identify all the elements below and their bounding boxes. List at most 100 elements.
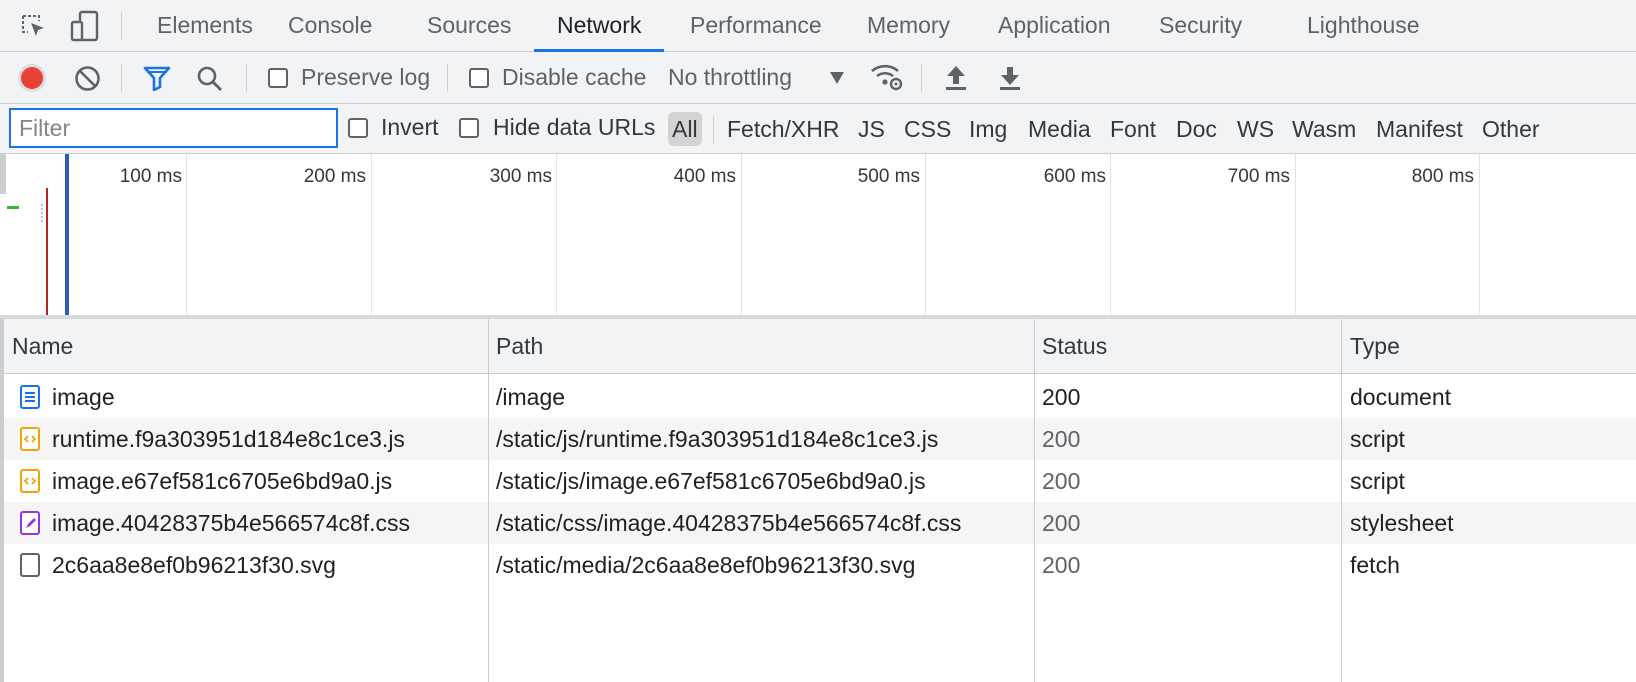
stylesheet-icon: [20, 511, 40, 540]
overview-tick-label: 200 ms: [303, 166, 366, 187]
script-icon: [20, 469, 40, 498]
overview-gridline: [741, 154, 742, 315]
request-type: stylesheet: [1350, 510, 1454, 536]
hide-data-urls-checkbox[interactable]: [459, 118, 479, 138]
request-type: document: [1350, 384, 1452, 410]
disable-cache-checkbox[interactable]: [469, 68, 489, 88]
request-type: script: [1350, 468, 1405, 494]
tab-application[interactable]: Application: [998, 12, 1111, 38]
tab-performance[interactable]: Performance: [690, 12, 822, 38]
table-row[interactable]: image.e67ef581c6705e6bd9a0.js /static/js…: [4, 460, 1636, 502]
clear-icon[interactable]: [74, 65, 101, 92]
filter-type-manifest[interactable]: Manifest: [1376, 116, 1463, 142]
toolbar-separator: [921, 64, 922, 92]
column-header-type[interactable]: Type: [1350, 333, 1400, 359]
filter-type-wasm[interactable]: Wasm: [1292, 116, 1357, 142]
disable-cache-label: Disable cache: [502, 64, 647, 90]
request-status: 200: [1042, 468, 1081, 494]
overview-tick-label: 100 ms: [119, 166, 182, 187]
preserve-log-label: Preserve log: [301, 64, 431, 90]
overview-tick-label: 800 ms: [1411, 166, 1474, 187]
column-header-name[interactable]: Name: [12, 333, 74, 359]
document-icon: [20, 385, 40, 414]
overview-gridline: [1479, 154, 1480, 315]
tab-lighthouse[interactable]: Lighthouse: [1307, 12, 1420, 38]
filter-type-other[interactable]: Other: [1482, 116, 1540, 142]
filter-icon[interactable]: [143, 65, 171, 91]
overview-tick-label: 500 ms: [857, 166, 920, 187]
export-har-icon[interactable]: [998, 64, 1022, 92]
filter-type-img[interactable]: Img: [969, 116, 1008, 142]
overview-gridline: [925, 154, 926, 315]
overview-gridline: [186, 154, 187, 315]
request-path: /static/js/runtime.f9a303951d184e8c1ce3.…: [496, 426, 939, 452]
load-event-marker: [46, 188, 48, 315]
dropdown-arrow-icon[interactable]: [829, 71, 845, 85]
filter-type-ws[interactable]: WS: [1237, 116, 1275, 142]
overview-left-handle[interactable]: [0, 154, 6, 194]
request-type: script: [1350, 426, 1405, 452]
overview-gridline: [556, 154, 557, 315]
search-icon[interactable]: [196, 65, 224, 93]
tab-sources[interactable]: Sources: [427, 12, 512, 38]
tab-elements[interactable]: Elements: [157, 12, 253, 38]
request-path: /static/media/2c6aa8e8ef0b96213f30.svg: [496, 552, 916, 578]
record-icon[interactable]: [17, 63, 47, 93]
filter-type-font[interactable]: Font: [1110, 116, 1157, 142]
request-name: 2c6aa8e8ef0b96213f30.svg: [52, 552, 336, 578]
overview-gridline: [1110, 154, 1111, 315]
column-divider[interactable]: [1341, 319, 1342, 682]
script-icon: [20, 427, 40, 456]
device-toolbar-icon[interactable]: [70, 10, 100, 42]
overview-tick-label: 700 ms: [1227, 166, 1290, 187]
overview-tick-label: 300 ms: [489, 166, 552, 187]
tab-console[interactable]: Console: [288, 12, 373, 38]
toolbar-separator: [246, 64, 247, 92]
filter-type-media[interactable]: Media: [1028, 116, 1091, 142]
request-path: /image: [496, 384, 566, 410]
invert-label: Invert: [381, 114, 439, 140]
invert-checkbox[interactable]: [348, 118, 368, 138]
table-header: Name Path Status Type: [4, 319, 1636, 374]
table-row[interactable]: 2c6aa8e8ef0b96213f30.svg /static/media/2…: [4, 544, 1636, 586]
network-toolbar: Preserve log Disable cache No throttling: [0, 52, 1636, 104]
preserve-log-checkbox[interactable]: [268, 68, 288, 88]
tab-security[interactable]: Security: [1159, 12, 1243, 38]
filter-type-fetch-xhr[interactable]: Fetch/XHR: [727, 116, 840, 142]
request-bar-dashed: [41, 204, 43, 222]
column-header-status[interactable]: Status: [1042, 333, 1108, 359]
table-row[interactable]: image /image 200 document: [4, 376, 1636, 418]
network-conditions-icon[interactable]: [870, 62, 904, 92]
request-type: fetch: [1350, 552, 1400, 578]
import-har-icon[interactable]: [944, 64, 968, 92]
column-header-path[interactable]: Path: [496, 333, 544, 359]
table-row[interactable]: image.40428375b4e566574c8f.css /static/c…: [4, 502, 1636, 544]
dom-content-loaded-marker: [65, 154, 69, 315]
toolbar-separator: [447, 64, 448, 92]
overview-tick-label: 400 ms: [673, 166, 736, 187]
inspect-element-icon[interactable]: [20, 13, 48, 41]
tab-memory[interactable]: Memory: [867, 12, 951, 38]
request-name: runtime.f9a303951d184e8c1ce3.js: [52, 426, 405, 452]
filter-type-js[interactable]: JS: [858, 116, 885, 142]
hide-data-urls-label: Hide data URLs: [493, 114, 656, 140]
filter-type-css[interactable]: CSS: [904, 116, 952, 142]
overview-gridline: [1295, 154, 1296, 315]
tab-network[interactable]: Network: [533, 0, 665, 52]
filter-bar: Invert Hide data URLs All Fetch/XHR JS C…: [0, 104, 1636, 154]
request-status: 200: [1042, 384, 1081, 410]
request-path: /static/css/image.40428375b4e566574c8f.c…: [496, 510, 962, 536]
filter-input[interactable]: [9, 108, 338, 148]
filter-type-doc[interactable]: Doc: [1176, 116, 1217, 142]
filter-type-all[interactable]: All: [668, 112, 702, 146]
table-row[interactable]: runtime.f9a303951d184e8c1ce3.js /static/…: [4, 418, 1636, 460]
request-status: 200: [1042, 552, 1081, 578]
column-divider[interactable]: [1034, 319, 1035, 682]
tabbar-separator: [121, 12, 122, 40]
devtools-tab-bar: Elements Console Sources Network Perform…: [0, 0, 1636, 52]
network-overview[interactable]: 100 ms 200 ms 300 ms 400 ms 500 ms 600 m…: [0, 154, 1636, 319]
throttling-select[interactable]: No throttling: [668, 64, 793, 90]
request-status: 200: [1042, 426, 1081, 452]
column-divider[interactable]: [488, 319, 489, 682]
request-name: image.e67ef581c6705e6bd9a0.js: [52, 468, 393, 494]
